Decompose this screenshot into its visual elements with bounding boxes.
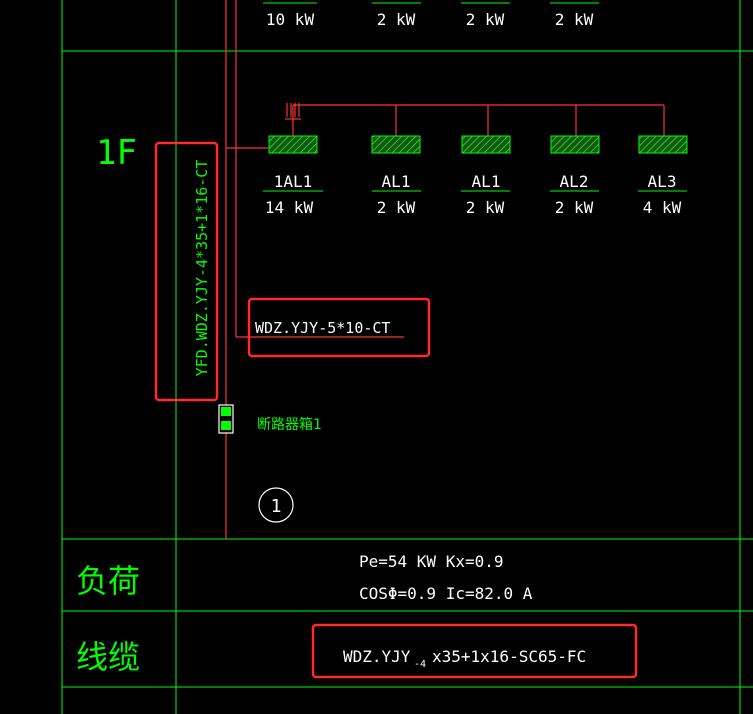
panel-name: AL2 bbox=[560, 172, 589, 191]
top-load-label: 10 kW bbox=[266, 10, 315, 29]
panel-load: 2 kW bbox=[555, 198, 594, 217]
panel-box bbox=[371, 135, 421, 154]
cable-spec-suffix: x35+1x16-SC65-FC bbox=[432, 647, 586, 666]
panel-load: 14 kW bbox=[265, 198, 314, 217]
panel-name: AL1 bbox=[472, 172, 501, 191]
panel-box bbox=[268, 135, 318, 154]
table-grid bbox=[61, 0, 753, 714]
cable-row-label: 线缆 bbox=[76, 638, 140, 676]
panel-load: 2 kW bbox=[466, 198, 505, 217]
panel-box bbox=[638, 135, 688, 154]
highlight-branch-cable bbox=[247, 297, 431, 358]
top-row-loads: 10 kW 2 kW 2 kW 2 kW bbox=[263, 2, 599, 29]
panel-box bbox=[461, 135, 511, 154]
highlight-cable-spec bbox=[311, 623, 638, 679]
distribution-panels: 1AL1 AL1 AL1 AL2 AL3 14 kW 2 kW 2 kW 2 k… bbox=[263, 135, 688, 217]
load-summary-line2: COSΦ=0.9 Ic=82.0 A bbox=[359, 584, 533, 603]
cable-spec-prefix: WDZ.YJY bbox=[343, 647, 411, 666]
panel-box bbox=[550, 135, 600, 154]
riser-cable-label: YFD.WDZ.YJY-4*35+1*16-CT bbox=[193, 160, 211, 377]
circle-marker-icon bbox=[258, 487, 294, 523]
panel-name: AL1 bbox=[382, 172, 411, 191]
panel-name: 1AL1 bbox=[274, 172, 313, 191]
load-row-label: 负荷 bbox=[76, 562, 140, 600]
wiring bbox=[225, 0, 665, 539]
panel-load: 4 kW bbox=[643, 198, 682, 217]
circle-marker-number: 1 bbox=[271, 496, 282, 517]
panel-name: AL3 bbox=[648, 172, 677, 191]
floor-label: 1F bbox=[96, 133, 137, 173]
breaker-box-icon bbox=[218, 404, 234, 434]
top-load-label: 2 kW bbox=[555, 10, 594, 29]
top-load-label: 2 kW bbox=[466, 10, 505, 29]
highlight-riser-cable bbox=[154, 141, 219, 402]
panel-load: 2 kW bbox=[377, 198, 416, 217]
breaker-box-label: 断路器箱1 bbox=[257, 417, 322, 433]
load-summary-line1: Pe=54 KW Kx=0.9 bbox=[359, 552, 504, 571]
branch-cable-label: WDZ.YJY-5*10-CT bbox=[255, 319, 390, 337]
highlight-boxes bbox=[154, 141, 638, 679]
top-load-label: 2 kW bbox=[377, 10, 416, 29]
cable-spec-subscript: -4 bbox=[414, 659, 426, 670]
